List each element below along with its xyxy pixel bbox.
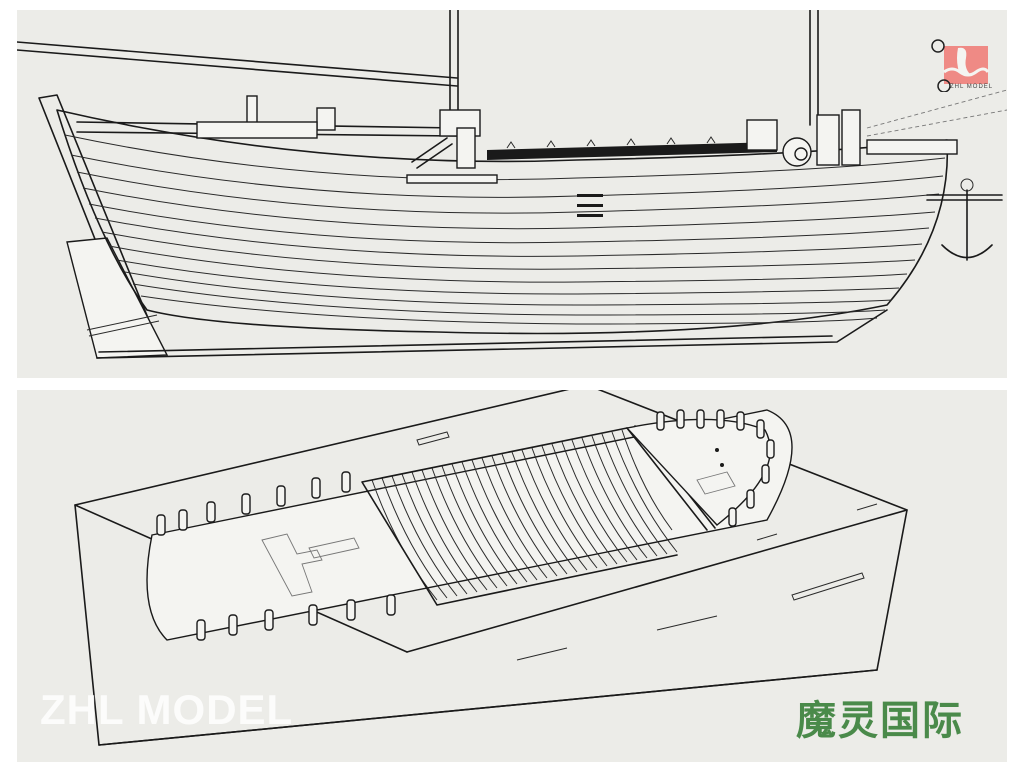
watermark-english: ZHL MODEL <box>40 686 294 733</box>
hull-frame-assembly-drawing <box>74 390 908 746</box>
hull-outline <box>56 109 949 335</box>
rudder-icon <box>66 237 169 359</box>
ship-side-view-drawing <box>17 10 1007 359</box>
hull-planking <box>64 134 946 325</box>
bow-fittings <box>746 89 1007 167</box>
deck-fittings <box>196 95 498 184</box>
bottom-illustration-panel <box>17 390 1007 762</box>
box-slots <box>416 431 878 661</box>
frame-pegs-bow <box>656 409 775 527</box>
fore-mast <box>809 10 819 126</box>
deck-grating <box>487 142 777 160</box>
keel <box>96 309 888 359</box>
boom-spar <box>17 41 458 87</box>
seahorse-wave-logo-icon <box>931 39 990 92</box>
hull-frame-ribs <box>371 429 678 601</box>
frame-pegs-stern <box>156 471 396 641</box>
watermark-chinese: 魔灵国际 <box>796 698 964 744</box>
deck-cutout <box>261 533 323 597</box>
top-illustration-panel <box>17 10 1007 378</box>
brand-logo-text: ZHL MODEL <box>950 84 994 90</box>
anchor-icon <box>926 178 1003 261</box>
brand-logo <box>930 38 990 92</box>
